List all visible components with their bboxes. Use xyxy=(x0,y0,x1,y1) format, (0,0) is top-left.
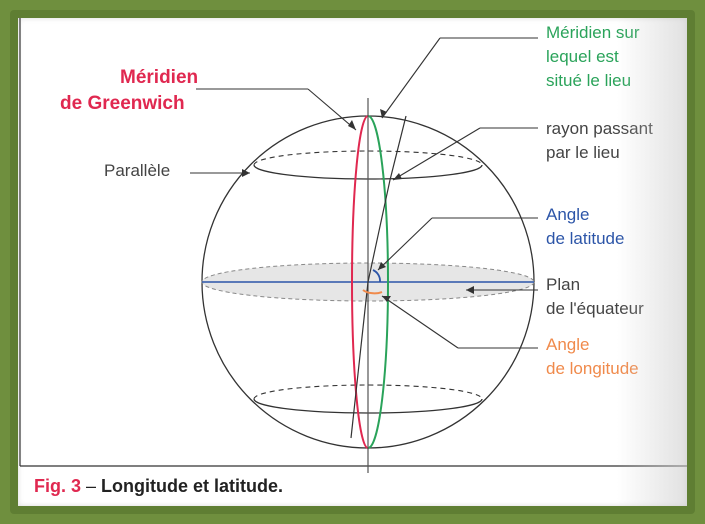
label-angle-longitude-1: Angle xyxy=(546,335,590,354)
globe-diagram xyxy=(19,18,687,473)
arrow-parallele xyxy=(242,169,250,177)
label-angle-longitude-2: de longitude xyxy=(546,359,639,378)
caption-fig-number: Fig. 3 xyxy=(34,476,82,496)
arrow-meridien xyxy=(380,109,387,118)
arrow-greenwich xyxy=(348,120,356,130)
label-meridien-lieu-1: Méridien sur xyxy=(546,23,640,42)
leader-latitude xyxy=(377,217,433,271)
arrow-rayon xyxy=(393,173,402,180)
label-meridien-lieu-3: situé le lieu xyxy=(546,71,632,90)
label-plan-2: de l'équateur xyxy=(546,299,644,318)
label-plan-1: Plan xyxy=(546,275,581,294)
caption-title: Longitude et latitude. xyxy=(101,476,284,496)
leader-rayon xyxy=(392,127,481,181)
longitude-angle-arc xyxy=(362,289,383,295)
arrow-longitude xyxy=(382,296,391,302)
leader-meridien xyxy=(381,37,441,119)
label-rayon-1: rayon passant xyxy=(546,119,653,138)
leader-greenwich xyxy=(307,88,357,131)
arrow-latitude xyxy=(378,262,386,270)
greenwich-meridian xyxy=(351,115,369,449)
parallel-back xyxy=(253,150,483,166)
arrow-plan xyxy=(466,286,474,294)
figure-page: Méridien de Greenwich Parallèle Méridien… xyxy=(18,18,687,506)
place-meridian xyxy=(367,115,389,449)
figure-caption: Fig. 3 – Longitude et latitude. xyxy=(34,476,283,497)
label-parallele: Parallèle xyxy=(104,161,171,180)
label-angle-latitude-2: de latitude xyxy=(546,229,625,248)
label-greenwich-2: de Greenwich xyxy=(60,93,185,114)
caption-dash: – xyxy=(81,476,102,496)
radius-line xyxy=(367,179,391,283)
radius-lower xyxy=(350,281,369,439)
label-greenwich-1: Méridien xyxy=(120,67,199,88)
lower-parallel-back xyxy=(253,384,483,400)
label-angle-latitude-1: Angle xyxy=(546,205,590,224)
label-meridien-lieu-2: lequel est xyxy=(546,47,619,66)
radius-extension xyxy=(389,115,407,181)
leader-longitude xyxy=(381,295,459,349)
label-rayon-2: par le lieu xyxy=(546,143,620,162)
latitude-angle-arc xyxy=(372,269,381,283)
